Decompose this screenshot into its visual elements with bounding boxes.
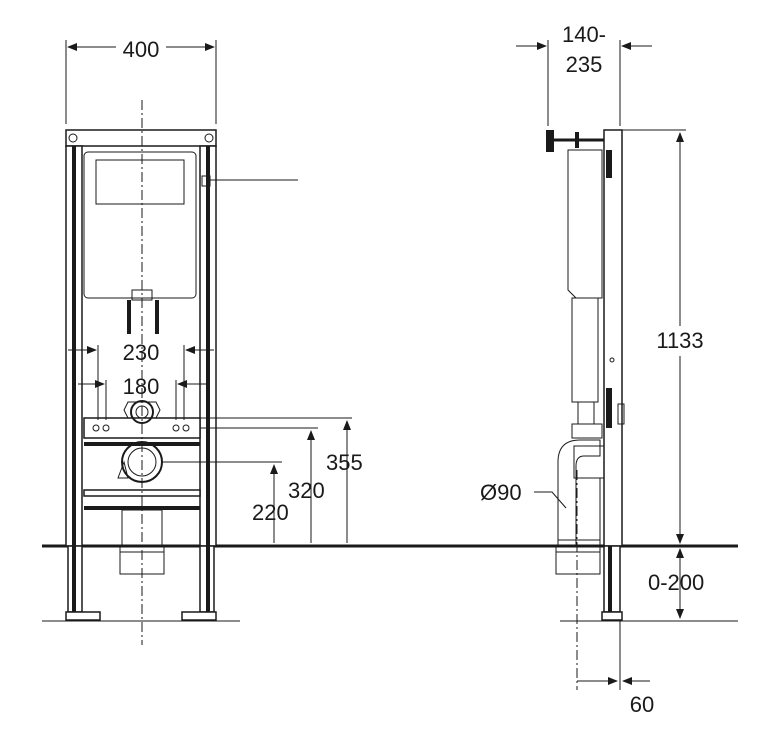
dim-adjust-range: 0-200	[648, 570, 704, 595]
dimension-labels: 400 230 180 355 320 220 140- 235 1133 Ø9…	[123, 22, 705, 717]
dim-spacing-180: 180	[123, 374, 160, 399]
side-dimension-lines	[516, 40, 686, 690]
dim-depth-line1: 140-	[562, 22, 606, 47]
dim-height-220: 220	[252, 500, 289, 525]
dim-height-320: 320	[288, 478, 325, 503]
dim-depth-line2: 235	[566, 52, 603, 77]
dim-height-1133: 1133	[656, 328, 703, 353]
dim-pipe-offset: 60	[630, 692, 654, 717]
dim-pipe-diameter: Ø90	[480, 480, 522, 505]
side-view-frame	[546, 129, 625, 690]
dim-width-400: 400	[123, 37, 160, 62]
front-view-frame	[65, 100, 298, 645]
dim-height-355: 355	[326, 450, 363, 475]
floor-lines	[42, 544, 738, 622]
front-dimension-lines	[65, 40, 352, 543]
dim-spacing-230: 230	[123, 340, 160, 365]
